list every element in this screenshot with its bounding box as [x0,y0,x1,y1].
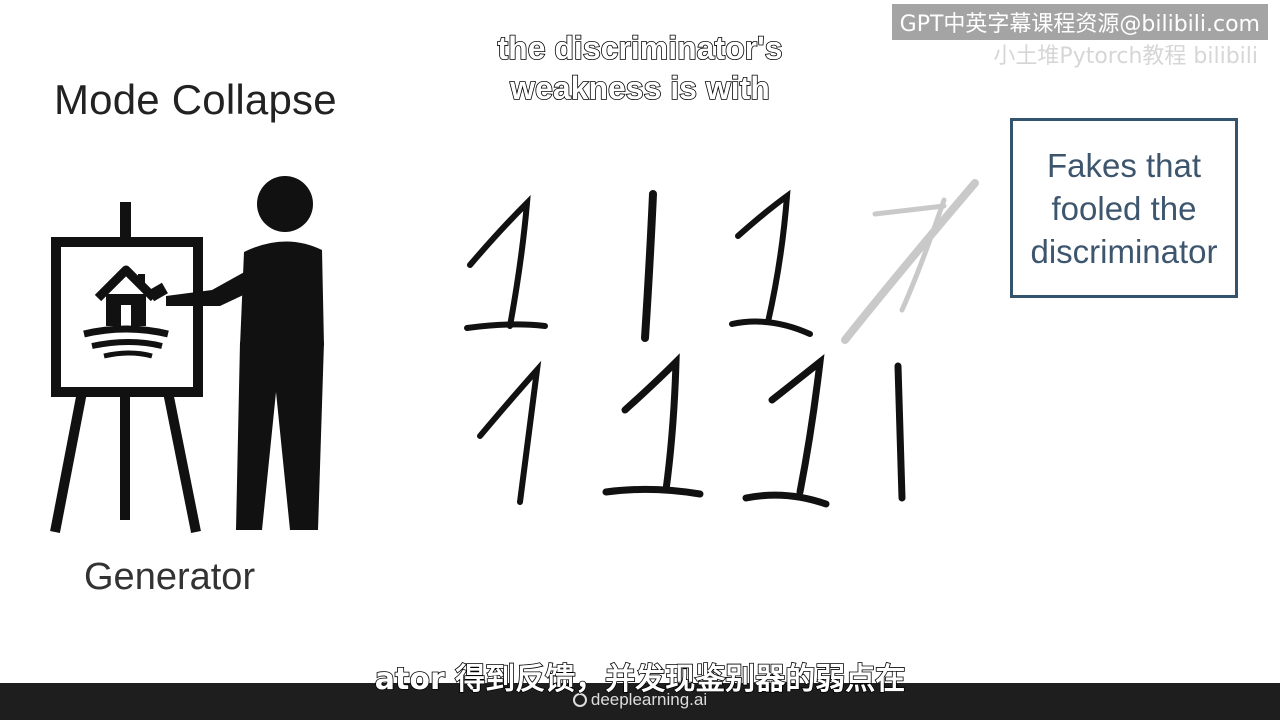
watermark-sub: 小土堆Pytorch教程 bilibili [993,44,1258,69]
subtitle-chinese: ator 得到反馈，并发现鉴别器的弱点在 [374,661,906,698]
subtitle-english: the discriminator's weakness is with [0,28,1280,108]
slide-title: Mode Collapse [54,76,337,123]
watermark: GPT中英字幕课程资源@bilibili.com [891,4,1268,40]
easel-icon [50,202,203,533]
footer-bar [0,683,1280,720]
digit-one-1 [464,195,548,331]
digit-one-7 [894,362,906,502]
digit-one-3 [729,189,813,337]
digit-one-faded [841,179,979,344]
fakes-box-label: Fakes that fooled the discriminator [1030,146,1218,270]
digit-one-6 [742,353,830,508]
digit-one-5 [602,353,704,498]
digit-one-2 [641,190,657,342]
person-icon [148,176,324,530]
house-icon [83,265,169,359]
brand-label: deeplearning.ai [590,690,708,709]
deeplearning-logo-icon [572,693,587,707]
fakes-box: Fakes that fooled the discriminator [1010,118,1238,298]
brand: deeplearning.ai [0,690,1280,710]
generator-label: Generator [84,556,256,598]
digit-one-4 [477,360,542,505]
subtitle-line-1: the discriminator's [497,29,784,67]
subtitle-line-2: weakness is with [509,69,770,107]
